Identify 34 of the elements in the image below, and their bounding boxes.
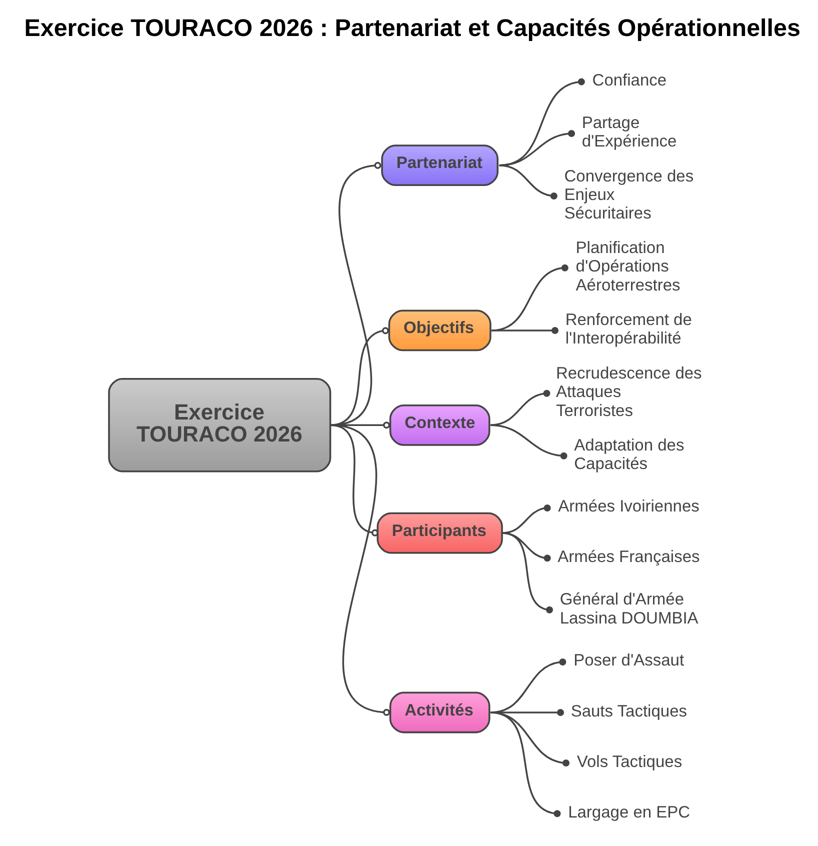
node-text: Planification d'Opérations Aéroterrestres bbox=[576, 238, 680, 294]
node-text: Convergence des Enjeux Sécuritaires bbox=[564, 166, 694, 222]
connector bbox=[492, 326, 558, 334]
node-text: Poser d'Assaut bbox=[574, 651, 684, 670]
connector bbox=[491, 264, 568, 331]
node-text: Armées Ivoiriennes bbox=[558, 497, 700, 516]
node-box: Objectifs bbox=[388, 309, 492, 351]
connector bbox=[490, 658, 566, 713]
connector bbox=[502, 504, 551, 534]
node-box: Partenariat bbox=[381, 144, 498, 186]
node-text: Général d'Armée Lassina DOUMBIA bbox=[560, 590, 698, 627]
node-box: Participants bbox=[376, 512, 503, 554]
node-text: Confiance bbox=[592, 71, 667, 90]
node-text: Sauts Tactiques bbox=[570, 702, 688, 720]
node-text: Renforcement de l'Interopérabilité bbox=[565, 310, 692, 348]
node-box: Exercice TOURACO 2026 bbox=[108, 378, 332, 472]
connector bbox=[490, 711, 570, 766]
connector bbox=[490, 389, 550, 426]
node-text: Adaptation des Capacités bbox=[574, 436, 684, 473]
connector bbox=[490, 708, 564, 716]
node-text: Armées Françaises bbox=[558, 548, 700, 566]
node-text: Partage d'Expérience bbox=[582, 113, 677, 150]
connector bbox=[490, 424, 568, 459]
node-text: Largage en EPC bbox=[568, 803, 690, 822]
node-box: Contexte bbox=[389, 404, 490, 446]
connector bbox=[330, 326, 389, 426]
connector bbox=[499, 164, 558, 199]
node-text: Vols Tactiques bbox=[576, 752, 682, 770]
connector bbox=[330, 424, 390, 716]
node-box: Activités bbox=[389, 691, 490, 733]
connector bbox=[502, 532, 553, 613]
diagram-title: Exercice TOURACO 2026 : Partenariat et Capacités Opérationnelles bbox=[24, 14, 800, 42]
connector bbox=[490, 711, 561, 817]
node-text: Recrudescence des Attaques Terroristes bbox=[556, 364, 702, 420]
